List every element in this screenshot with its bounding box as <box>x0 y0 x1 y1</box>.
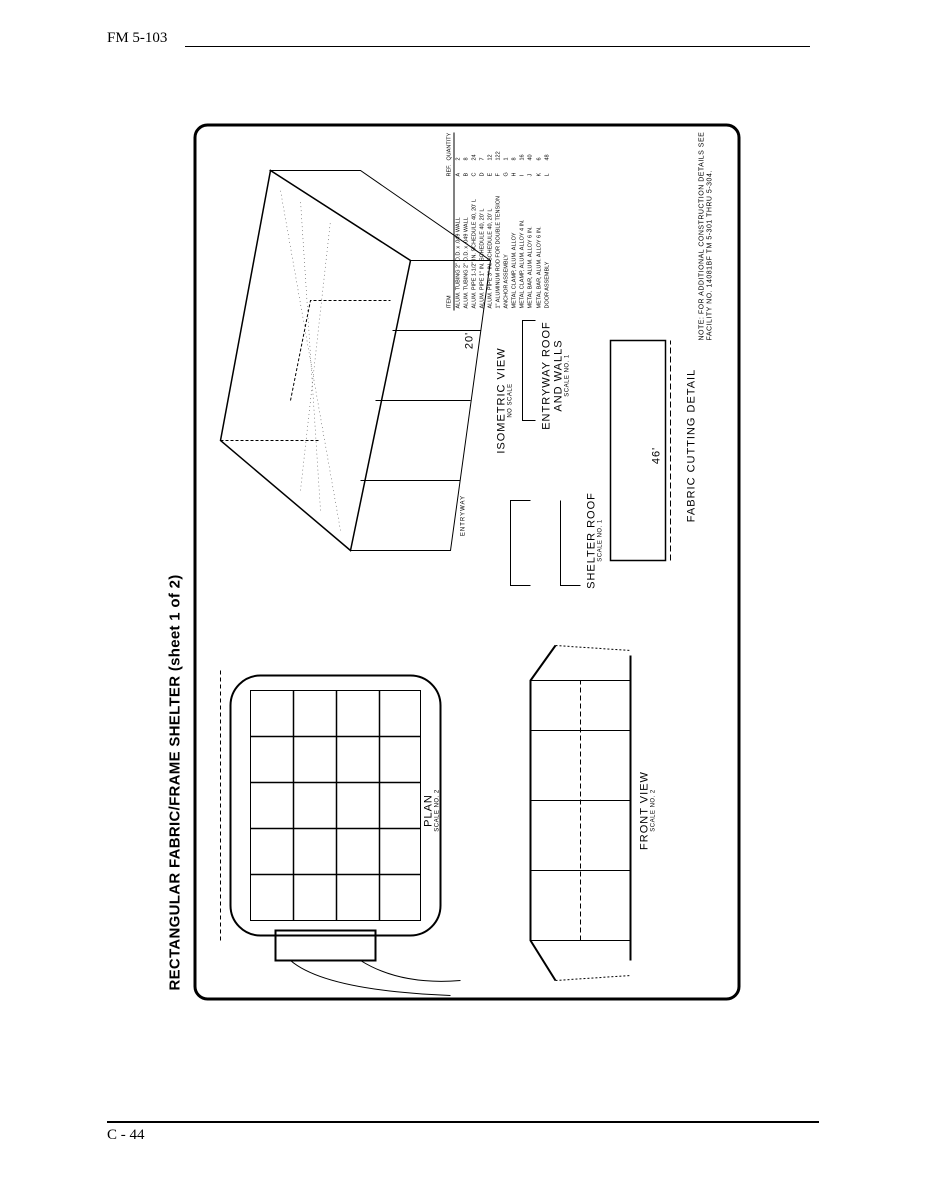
table-header: ITEM <box>445 178 454 310</box>
shelter-roof-scale: SCALE NO. 1 <box>597 518 603 562</box>
table-cell: B <box>463 172 470 176</box>
table-cell: 8 <box>511 156 518 160</box>
table-cell: 16 <box>519 153 526 160</box>
table-row: METAL BAR, ALUM. ALLOY 6 IN. K 6 <box>535 132 543 310</box>
table-cell: C <box>471 172 478 176</box>
table-cell: 6 <box>535 156 542 160</box>
table-cell: METAL CLAMP, ALUM. ALLOY 4 IN. <box>519 218 526 308</box>
table-row: METAL CLAMP, ALUM. ALLOY H 8 <box>510 132 518 310</box>
entryway-scale: SCALE NO. 1 <box>564 353 570 397</box>
table-row: ALUM. PIPE 3" IN. SCHEDULE 40, 20' L E 12 <box>486 132 494 310</box>
table-cell: ALUM. PIPE 1-1/2" IN. SCHEDULE 40, 20' L <box>471 198 478 308</box>
table-cell: ANCHOR ASSEMBLY <box>503 253 510 308</box>
isometric-title: ISOMETRIC VIEW <box>495 346 507 454</box>
table-cell: 8 <box>463 156 470 160</box>
front-view-title: FRONT VIEW <box>638 770 650 850</box>
entryway-callout: ENTRYWAY <box>460 494 466 536</box>
table-cell: ALUM. PIPE 1" IN. SCHEDULE 40, 20' L <box>479 208 486 308</box>
table-cell: DOOR ASSEMBLY <box>543 261 550 308</box>
header-rule <box>185 46 810 47</box>
footer-rule <box>107 1121 819 1123</box>
figure-sheet: RECTANGULAR FABRIC/FRAME SHELTER (sheet … <box>160 123 740 1000</box>
table-cell: 1" ALUMINUM ROD FOR DOUBLE TENSION <box>495 195 502 308</box>
isometric-scale: NO SCALE <box>507 382 513 418</box>
table-row: ALUM. PIPE 1" IN. SCHEDULE 40, 20' L D 7 <box>478 132 486 310</box>
table-row: DOOR ASSEMBLY L 48 <box>543 132 551 310</box>
table-cell: 7 <box>479 156 486 160</box>
table-cell: E <box>487 172 494 176</box>
table-row: METAL CLAMP, ALUM. ALLOY 4 IN. I 16 <box>518 132 526 310</box>
table-cell: G <box>503 171 510 176</box>
front-view-drawing <box>529 644 631 981</box>
table-cell: 2 <box>455 156 462 160</box>
page-number: C - 44 <box>107 1127 145 1143</box>
table-cell: L <box>543 172 550 176</box>
construction-note: NOTE: FOR ADDITIONAL CONSTRUCTION DETAIL… <box>698 131 714 340</box>
table-cell: METAL BAR, ALUM. ALLOY 6 IN. <box>527 225 534 308</box>
table-row: ANCHOR ASSEMBLY G 1 <box>502 132 510 310</box>
table-cell: K <box>535 172 542 176</box>
entryway-title: ENTRYWAY ROOF AND WALLS <box>540 320 564 430</box>
table-cell: 48 <box>543 153 550 160</box>
materials-table: ITEM REF. QUANTITY ALUM. TUBING 2" O.D. … <box>445 132 551 310</box>
table-cell: 24 <box>471 153 478 160</box>
table-row: 1" ALUMINUM ROD FOR DOUBLE TENSION F 122 <box>494 132 502 310</box>
plan-scale: SCALE NO. 2 <box>434 788 440 832</box>
table-cell: H <box>511 172 518 176</box>
table-cell: 122 <box>495 150 502 160</box>
table-row: ALUM. PIPE 1-1/2" IN. SCHEDULE 40, 20' L… <box>470 132 478 310</box>
table-row: ALUM. TUBING 2" O.D. x .049 WALL B 8 <box>462 132 470 310</box>
table-cell: D <box>479 172 486 176</box>
table-cell: ALUM. PIPE 3" IN. SCHEDULE 40, 20' L <box>487 208 494 308</box>
fabric-dimension: 46' <box>650 446 662 464</box>
technical-drawing <box>219 168 671 996</box>
table-cell: ALUM. TUBING 2" O.D. x .049 WALL <box>455 216 462 308</box>
entryway-drawing <box>521 319 535 421</box>
front-view-scale: SCALE NO. 2 <box>650 788 656 832</box>
table-cell: I <box>519 174 526 176</box>
table-cell: METAL BAR, ALUM. ALLOY 6 IN. <box>535 225 542 308</box>
table-cell: J <box>527 173 534 176</box>
table-row: ALUM. TUBING 2" O.D. x .049 WALL A 2 <box>454 132 463 310</box>
table-header: QUANTITY <box>445 132 454 162</box>
table-cell: A <box>455 172 462 176</box>
plan-title: PLAN <box>422 793 434 827</box>
entryway-dimension: 20' <box>463 331 475 349</box>
plan-view-drawing <box>219 670 461 996</box>
fabric-cutting-drawing <box>609 339 671 561</box>
table-header: REF. <box>445 162 454 178</box>
table-cell: 12 <box>487 153 494 160</box>
table-cell: F <box>495 172 502 176</box>
shelter-roof-title: SHELTER ROOF <box>585 491 597 589</box>
table-cell: 40 <box>527 153 534 160</box>
shelter-roof-drawing <box>509 499 580 586</box>
table-cell: ALUM. TUBING 2" O.D. x .049 WALL <box>463 216 470 308</box>
document-id: FM 5-103 <box>107 30 168 46</box>
table-cell: 1 <box>503 156 510 160</box>
fabric-cutting-label: FABRIC CUTTING DETAIL <box>685 368 697 522</box>
table-row: METAL BAR, ALUM. ALLOY 6 IN. J 40 <box>526 132 534 310</box>
table-cell: METAL CLAMP, ALUM. ALLOY <box>511 231 518 308</box>
